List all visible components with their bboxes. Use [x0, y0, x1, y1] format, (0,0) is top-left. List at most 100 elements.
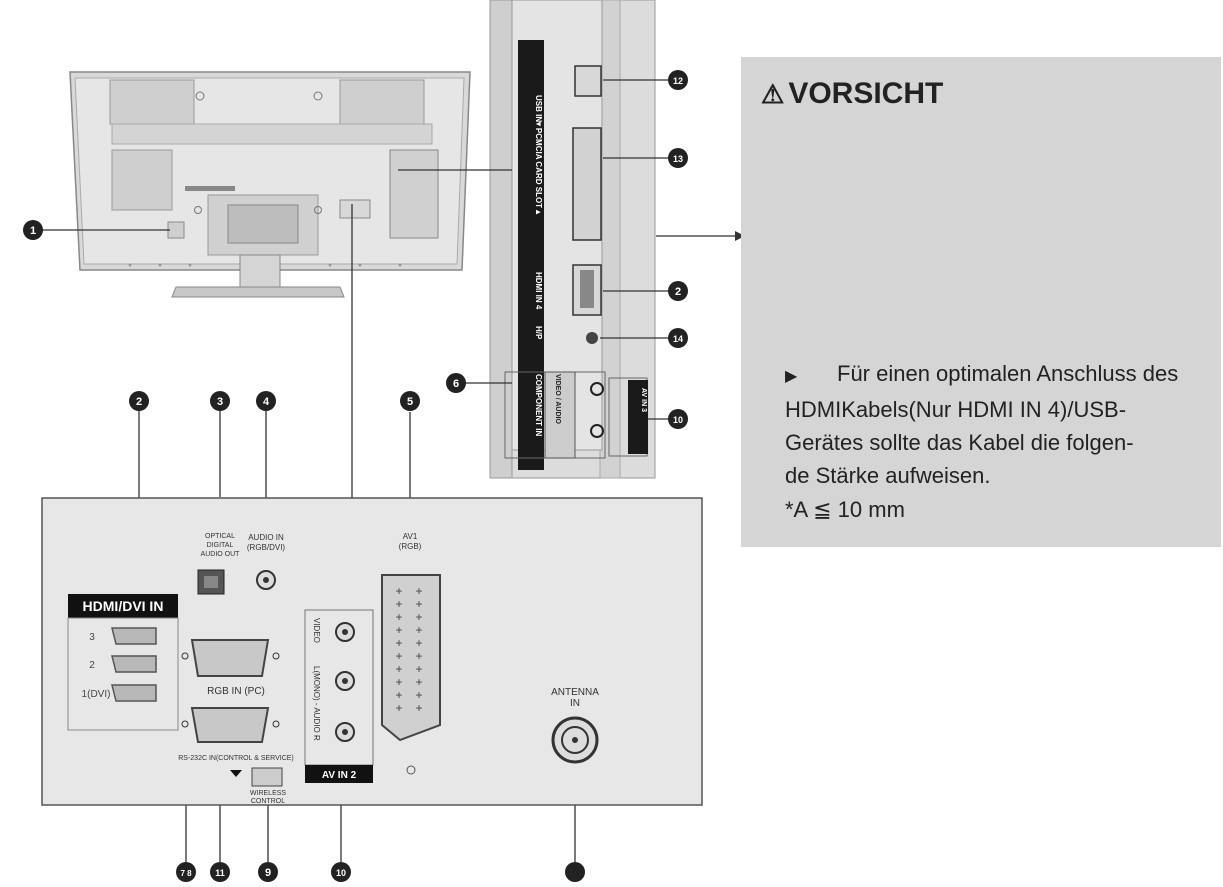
- antenna-label-2: IN: [570, 698, 580, 709]
- svg-text:7 8: 7 8: [180, 869, 192, 878]
- wireless-label-1: WIRELESS: [250, 790, 287, 797]
- bullet-arrow-icon: ▶: [785, 368, 798, 385]
- callout-antenna: [565, 862, 585, 882]
- callout-4: 4: [256, 391, 276, 411]
- audio-in-label-1: AUDIO IN: [248, 533, 284, 542]
- scart-pin: +: [415, 623, 422, 637]
- arrow-to-caution-icon: [735, 231, 745, 241]
- optical-label-2: DIGITAL: [207, 542, 234, 549]
- svg-text:13: 13: [673, 154, 683, 164]
- hdmi-port-2-label: 2: [89, 660, 95, 671]
- svg-text:2: 2: [675, 286, 681, 298]
- rgb-in-port: [190, 639, 270, 677]
- av1-label-2: (RGB): [399, 542, 422, 551]
- scart-pin: +: [395, 701, 402, 715]
- scart-pin: +: [395, 675, 402, 689]
- rear-connection-panel: HDMI/DVI IN 3 2 1(DVI) OPTICAL DIGITAL A…: [41, 497, 703, 806]
- scart-pin: +: [415, 597, 422, 611]
- headphone-label: H/P: [534, 326, 543, 340]
- callout-13: 13: [668, 148, 688, 168]
- callout-2-rear: 2: [129, 391, 149, 411]
- hdmi-port-3-label: 3: [89, 632, 95, 643]
- scart-pin: +: [395, 649, 402, 663]
- svg-text:11: 11: [215, 868, 225, 878]
- hdmi-port-3: [111, 627, 157, 645]
- caution-description: ▶ Für einen optimalen Anschluss des HDMIK…: [785, 357, 1221, 492]
- caution-line-4: de Stärke aufweisen.: [785, 463, 991, 488]
- scart-pin: +: [415, 649, 422, 663]
- callout-2-side: 2: [668, 281, 688, 301]
- av-in-2-r-label: R: [312, 735, 321, 741]
- scart-pin: +: [415, 701, 422, 715]
- av-in-3-label: AV IN 3: [640, 388, 647, 412]
- callout-9: 9: [258, 862, 278, 882]
- caution-line-2: HDMIKabels(Nur HDMI IN 4)/USB-: [785, 397, 1127, 422]
- svg-text:10: 10: [336, 868, 346, 878]
- callout-10-bottom: 10: [331, 862, 351, 882]
- wireless-label-2: CONTROL: [251, 798, 285, 805]
- hdmi-dvi-title: HDMI/DVI IN: [83, 598, 164, 614]
- av-in-2-label: AV IN 2: [322, 770, 357, 781]
- svg-text:14: 14: [673, 334, 683, 344]
- scart-pin: +: [395, 688, 402, 702]
- rgb-in-label: RGB IN (PC): [207, 686, 265, 697]
- side-panel: USB IN ▼PCMCIA CARD SLOT▲ HDMI IN 4 H/P …: [489, 0, 656, 479]
- callout-11: 11: [210, 862, 230, 882]
- caution-panel: ⚠ VORSICHT ▶ Für einen optimalen Anschlus…: [741, 57, 1221, 547]
- pcmcia-label: ▼PCMCIA CARD SLOT▲: [534, 120, 543, 216]
- callout-1: 1: [23, 220, 43, 240]
- callout-10-side: 10: [668, 409, 688, 429]
- hdmi-in-4-label: HDMI IN 4: [534, 272, 543, 310]
- callouts: 1 12 13 2 14 6 10 2 3 4 5 7 8 11 9 10: [23, 70, 688, 882]
- svg-text:3: 3: [217, 396, 223, 408]
- av1-label-1: AV1: [403, 532, 418, 541]
- tv-rear-view: [69, 71, 471, 298]
- svg-text:10: 10: [673, 415, 683, 425]
- caution-title: ⚠ VORSICHT: [761, 77, 943, 111]
- scart-pin: +: [415, 688, 422, 702]
- scart-pin: +: [415, 675, 422, 689]
- wireless-control-port: [251, 767, 283, 787]
- scart-pin: +: [395, 597, 402, 611]
- caution-title-text: VORSICHT: [788, 77, 944, 110]
- usb-in-label: USB IN: [534, 95, 543, 122]
- callout-12: 12: [668, 70, 688, 90]
- scart-pin: +: [395, 636, 402, 650]
- callout-5: 5: [400, 391, 420, 411]
- audio-in-label-2: (RGB/DVI): [247, 543, 286, 552]
- warning-icon: ⚠: [761, 78, 785, 109]
- optical-label-3: AUDIO OUT: [201, 551, 241, 558]
- scart-pin: +: [395, 662, 402, 676]
- wireless-marker-icon: [230, 770, 242, 777]
- callout-3: 3: [210, 391, 230, 411]
- optical-label-1: OPTICAL: [205, 533, 235, 540]
- svg-text:2: 2: [136, 396, 142, 408]
- scart-pin: +: [415, 610, 422, 624]
- svg-text:6: 6: [453, 378, 459, 390]
- caution-requirement: *A ≦ 10 mm: [785, 497, 905, 522]
- callout-6: 6: [446, 373, 466, 393]
- scart-pin: +: [415, 636, 422, 650]
- scart-pin: +: [395, 610, 402, 624]
- svg-text:5: 5: [407, 396, 413, 408]
- scart-pin: +: [415, 584, 422, 598]
- svg-text:12: 12: [673, 76, 683, 86]
- hdmi-port-1-label: 1(DVI): [82, 689, 111, 700]
- svg-text:9: 9: [265, 867, 271, 879]
- scart-pin: +: [395, 584, 402, 598]
- antenna-label-1: ANTENNA: [551, 687, 599, 698]
- caution-line-3: Gerätes sollte das Kabel die folgen-: [785, 430, 1134, 455]
- svg-text:4: 4: [263, 396, 270, 408]
- scart-port: [381, 574, 441, 742]
- callout-7-8: 7 8: [176, 862, 196, 882]
- scart-pin: +: [415, 662, 422, 676]
- hdmi-port-2: [111, 655, 157, 673]
- rs232c-port: [190, 707, 270, 743]
- hdmi-port-1: [111, 684, 157, 702]
- av-in-2-audio-label: L(MONO) - AUDIO -: [312, 666, 321, 738]
- scart-pin: +: [395, 623, 402, 637]
- component-sub-label: VIDEO / AUDIO: [554, 374, 561, 424]
- component-in-label: COMPONENT IN: [534, 374, 543, 436]
- caution-line-1: Für einen optimalen Anschluss des: [837, 361, 1179, 386]
- callout-14: 14: [668, 328, 688, 348]
